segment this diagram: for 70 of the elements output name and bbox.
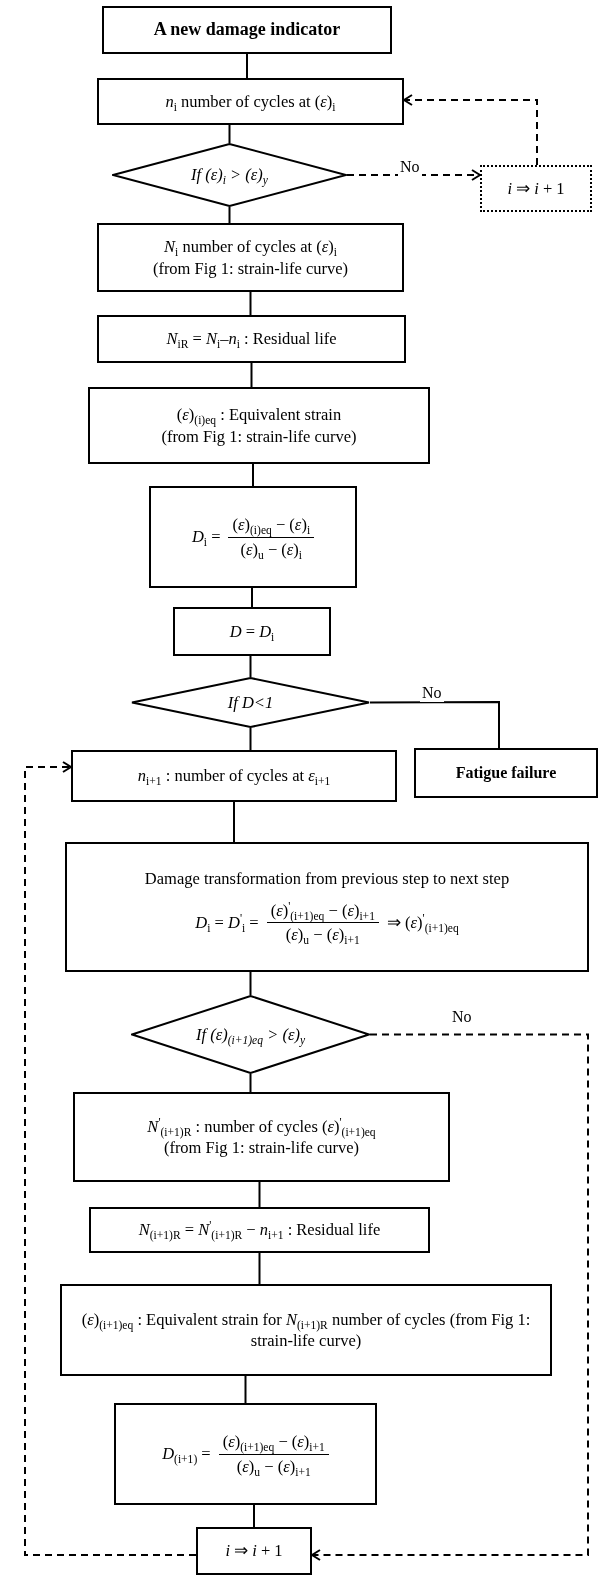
- process-box: [414, 748, 598, 798]
- connector-line: [253, 1504, 255, 1528]
- connector-line: [252, 463, 254, 487]
- process-box: [149, 486, 357, 588]
- box-text: n$_{i}$ number of cycles at (ε)$_{i}$: [164, 90, 337, 113]
- edge-label: No: [398, 158, 422, 176]
- connector-line: [228, 124, 231, 144]
- formula-text: D$_{i}$ =: [190, 526, 222, 548]
- connector-line: [251, 587, 253, 608]
- fraction-numerator: (ε)$_{(i+1)eq}$ − (ε)$_{i+1}$: [218, 1431, 329, 1455]
- box-text: Damage transformation from previous step to next step: [143, 868, 511, 890]
- box-text: A new damage indicator: [152, 18, 342, 42]
- process-box: [71, 750, 397, 802]
- process-box: [97, 78, 404, 125]
- connector-line: [249, 655, 252, 678]
- process-box: [88, 387, 430, 464]
- box-text: N$_{(i+1)R}$ = N$^{'}$$_{(i+1)R}$ − n$_{i+1}$ : Residual life: [137, 1219, 382, 1241]
- formula-text: D$_{i}$ = D$^{'}$$_{i}$ =: [194, 912, 260, 934]
- box-text: N$_{iR}$ = N$_{i}$–n$_{i}$ : Residual life: [165, 328, 338, 350]
- connector-line: [369, 701, 500, 749]
- connector-line: [258, 1252, 261, 1285]
- box-text: (from Fig 1: strain-life curve): [151, 257, 350, 279]
- connector-line: [249, 291, 252, 316]
- connector-line: [249, 727, 252, 751]
- process-box: [65, 842, 589, 972]
- process-box: [173, 607, 331, 656]
- fraction-numerator: (ε)$_{(i)eq}$ − (ε)$_{i}$: [228, 514, 315, 538]
- box-text: n$_{i+1}$ : number of cycles at ε$_{i+1}$: [136, 765, 332, 787]
- connector-line: [233, 801, 235, 843]
- connector-line: [258, 1181, 261, 1208]
- process-box: [73, 1092, 450, 1182]
- fraction-denominator: (ε)$_{u}$ − (ε)$_{i+1}$: [235, 1455, 312, 1477]
- process-box: [480, 165, 592, 212]
- decision-diamond: [112, 143, 347, 207]
- process-box: [89, 1207, 430, 1253]
- dashed-arrow: [311, 1033, 589, 1561]
- connector-line: [249, 971, 252, 996]
- process-box: [97, 315, 406, 363]
- fraction-denominator: (ε)$_{u}$ − (ε)$_{i+1}$: [284, 924, 361, 946]
- box-text: If (ε)$_{(i+1)eq}$ > (ε)$_{y}$: [194, 1023, 307, 1046]
- process-box: [114, 1403, 377, 1505]
- box-text: N$_{i}$ number of cycles at (ε)$_{i}$: [163, 236, 338, 258]
- box-text: (from Fig 1: strain-life curve): [160, 426, 358, 447]
- process-box: [60, 1284, 552, 1376]
- formula-text: D$_{(i+1)}$ =: [161, 1443, 212, 1465]
- connector-line: [228, 206, 231, 224]
- box-text: i ⇒ i + 1: [224, 1540, 284, 1562]
- fraction-numerator: (ε)$^{'}$$_{(i+1)eq}$ − (ε)$_{i+1}$: [266, 899, 379, 924]
- dashed-arrow: [24, 761, 197, 1556]
- box-text: (from Fig 1: strain-life curve): [163, 1138, 360, 1159]
- box-text: D = D$_{i}$: [228, 620, 276, 643]
- dashed-arrow: [346, 169, 481, 181]
- box-text: (ε)$_{(i)eq}$ : Equivalent strain: [175, 404, 343, 426]
- process-box: [97, 223, 404, 292]
- connector-line: [250, 362, 253, 388]
- dashed-arrow: [403, 94, 538, 166]
- decision-diamond: [131, 677, 370, 728]
- box-text: (ε)$_{(i+1)eq}$ : Equivalent strain for N$_{(i+1)R}$ number of cycles (from Fig 1: strain-life curve): [80, 1308, 532, 1352]
- decision-diamond: [131, 995, 370, 1074]
- edge-label: No: [420, 684, 444, 702]
- process-box: [102, 6, 392, 54]
- box-text: If (ε)$_{i}$ > (ε)$_{y}$: [190, 164, 269, 186]
- box-text: i ⇒ i + 1: [506, 177, 566, 200]
- connector-line: [244, 1375, 247, 1404]
- process-box: [196, 1527, 312, 1575]
- box-text: If D<1: [226, 691, 275, 714]
- fraction-denominator: (ε)$_{u}$ − (ε)$_{i}$: [239, 538, 304, 560]
- connector-line: [249, 1073, 252, 1093]
- connector-line: [246, 53, 248, 79]
- box-text: Fatigue failure: [454, 762, 558, 784]
